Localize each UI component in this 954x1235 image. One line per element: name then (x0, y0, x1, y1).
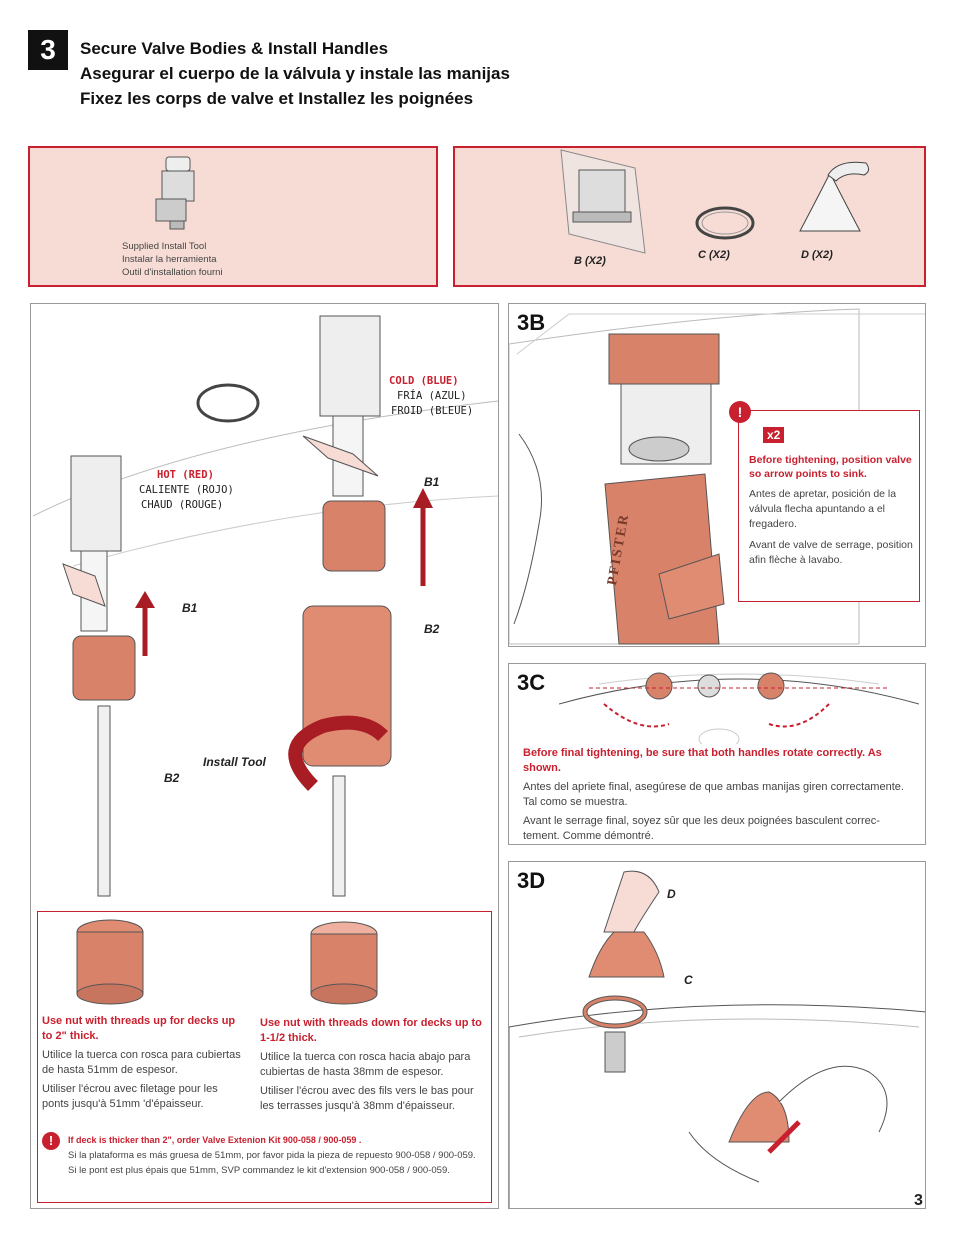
cold-label-en: COLD (BLUE) (389, 375, 459, 387)
warning-icon: ! (729, 401, 751, 423)
part-d-label: D (X2) (801, 249, 833, 261)
part-b-label: B (X2) (574, 255, 606, 267)
handle-rotation-illustration (559, 672, 919, 744)
panel-3d-label: 3D (517, 868, 546, 893)
b1-label-left: B1 (182, 601, 198, 615)
title-fr: Fixez les corps de valve et Installez le… (80, 89, 474, 108)
panel-3c: 3C Before final tightening, be sure that… (508, 663, 926, 845)
install-tool-label: Install Tool (203, 755, 266, 769)
panel-3b: 3B PFISTER ! x2 Before tightening, posit… (508, 303, 926, 647)
note-down-en: Use nut with threads down for decks up t… (260, 1017, 482, 1044)
supplied-tool-box: Supplied Install Tool Instalar la herram… (28, 146, 438, 287)
note-up-es: Utilice la tuerca con rosca para cubiert… (42, 1049, 241, 1076)
cold-label-fr: FROID (BLEUE) (391, 405, 474, 417)
b2-label-left: B2 (164, 771, 180, 785)
panel-3a: 3A COLD (BLUE) FRÍA (AZUL) FROID (BLEUE)… (30, 303, 499, 1209)
quantity-badge: x2 (763, 427, 785, 443)
orientation-note-box: ! x2 Before tightening, position valve s… (729, 401, 920, 602)
handle-d-icon (799, 161, 870, 232)
nut-notes-box: Use nut with threads up for decks up to … (37, 911, 492, 1203)
tool-label-fr: Outil d'installation fourni (122, 267, 223, 278)
note-up-fr: Utiliser l'écrou avec filetage pour les … (42, 1083, 218, 1110)
step-number: 3 (28, 30, 68, 70)
b2-label-right: B2 (424, 622, 440, 636)
note-up-en: Use nut with threads up for decks up to … (42, 1015, 236, 1042)
orientation-es: Antes de apretar, posición de la válvula… (749, 488, 897, 530)
note-down-es: Utilice la tuerca con rosca hacia abajo … (260, 1051, 471, 1078)
warn-es: Si la plataforma es más gruesa de 51mm, … (68, 1150, 476, 1161)
handle-install-illustration (509, 870, 925, 1208)
parts-box: B (X2) C (X2) D (X2) (453, 146, 926, 287)
tool-label-es: Instalar la herramienta (122, 254, 217, 265)
panel-3b-label: 3B (517, 310, 546, 335)
orientation-fr: Avant de valve de serrage, position afin… (749, 539, 913, 566)
hot-label-es: CALIENTE (ROJO) (139, 484, 234, 496)
tool-label-en: Supplied Install Tool (122, 241, 207, 252)
warn-en: If deck is thicker than 2", order Valve … (68, 1135, 362, 1145)
hot-label-fr: CHAUD (ROUGE) (141, 499, 224, 511)
title-en: Secure Valve Bodies & Install Handles (80, 39, 389, 58)
warn-fr: Si le pont est plus épais que 51mm, SVP … (68, 1165, 450, 1176)
hot-label-en: HOT (RED) (157, 469, 214, 481)
nut-threads-up-icon (76, 919, 144, 1005)
install-tool-icon (155, 156, 195, 230)
rotate-fr: Avant le serrage final, soyez sûr que le… (523, 815, 880, 842)
panel-3d: 3D D C (508, 861, 926, 1209)
o-ring-c-icon (695, 206, 755, 240)
cold-label-es: FRÍA (AZUL) (397, 390, 467, 402)
nut-threads-down-icon (310, 921, 378, 1005)
warning-icon: ! (42, 1132, 60, 1150)
rotate-en: Before final tightening, be sure that bo… (523, 747, 882, 774)
note-down-fr: Utiliser l'écrou avec des fils vers le b… (260, 1085, 474, 1112)
rotate-es: Antes del apriete final, asegúrese de qu… (523, 781, 904, 808)
orientation-en: Before tightening, position valve so arr… (749, 454, 912, 480)
d-label: D (667, 887, 676, 901)
c-label: C (684, 973, 693, 987)
b1-label-right: B1 (424, 475, 440, 489)
title-es: Asegurar el cuerpo de la válvula y insta… (80, 64, 510, 83)
page-number: 3 (914, 1192, 923, 1209)
valve-body-b-icon (560, 149, 646, 254)
valve-install-illustration (33, 306, 498, 897)
panel-3c-label: 3C (517, 670, 546, 695)
part-c-label: C (X2) (698, 249, 730, 261)
